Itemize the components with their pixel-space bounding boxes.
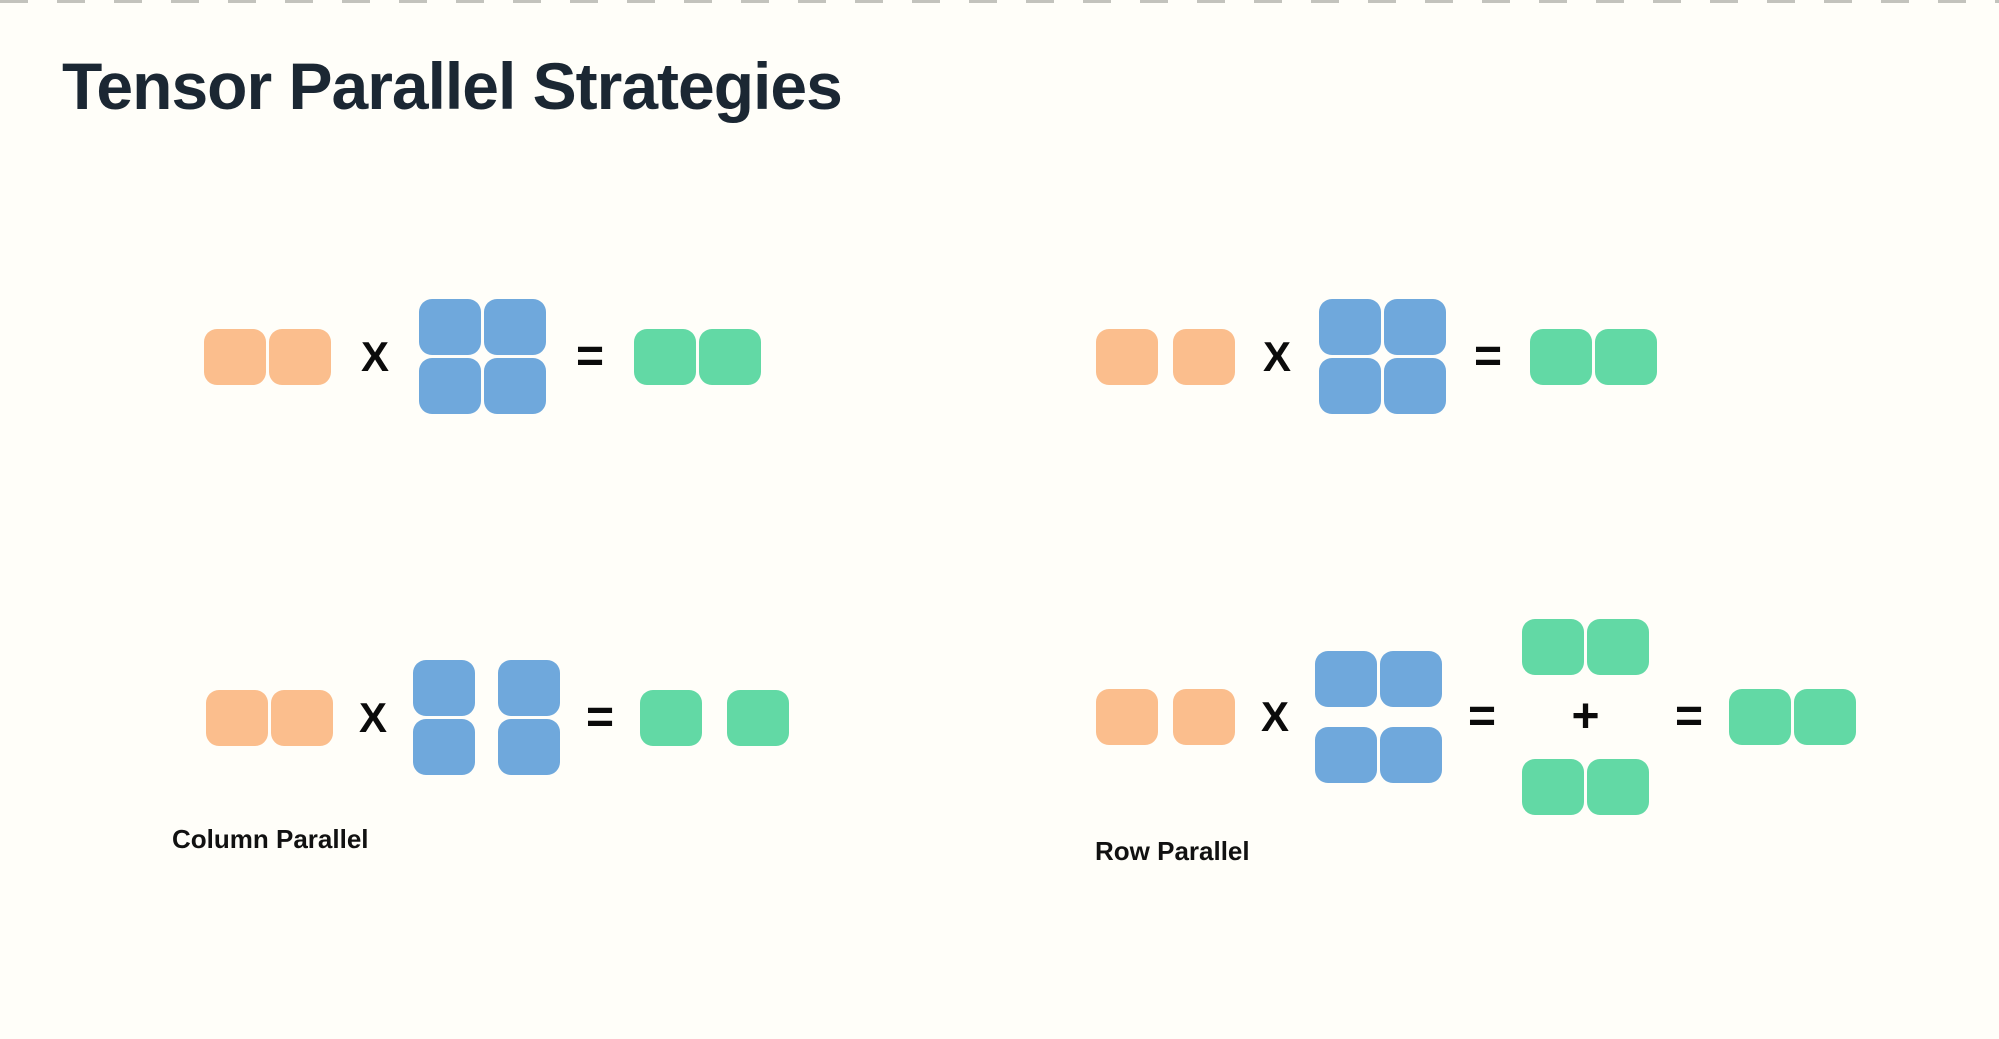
output-row — [634, 328, 762, 385]
weight-grid — [419, 299, 547, 414]
weight-grid — [1319, 299, 1447, 414]
activation-block — [271, 689, 333, 746]
weight-block — [484, 299, 547, 355]
weight-block — [1380, 651, 1443, 707]
output-block — [640, 689, 703, 746]
activation-row-split — [1096, 328, 1235, 385]
activation-block — [204, 328, 266, 385]
output-row — [1530, 328, 1658, 385]
output-block — [1587, 619, 1650, 675]
activation-block — [1173, 689, 1235, 745]
multiply-operator: X — [361, 332, 390, 380]
weight-grid-column-split — [413, 660, 561, 775]
weight-block — [1380, 727, 1443, 783]
weight-block — [1384, 299, 1447, 355]
weight-block — [413, 660, 476, 716]
activation-block — [1096, 328, 1158, 385]
multiply-operator: X — [1263, 332, 1292, 380]
diagram-column-parallel: X = — [206, 659, 790, 776]
output-block — [1794, 689, 1857, 745]
weight-block — [484, 358, 547, 414]
diagram-matmul-full-left: X = — [204, 298, 762, 415]
output-block — [1530, 328, 1593, 385]
multiply-operator: X — [1261, 693, 1290, 740]
activation-block — [1173, 328, 1235, 385]
equals-operator: = — [1474, 329, 1503, 383]
equals-operator: = — [576, 329, 605, 383]
weight-block — [498, 660, 561, 716]
page-title: Tensor Parallel Strategies — [62, 49, 843, 123]
output-row-split — [640, 689, 790, 746]
output-block — [634, 328, 697, 385]
weight-block — [419, 358, 482, 414]
weight-grid-row-split — [1315, 651, 1443, 783]
top-dashed-border — [0, 0, 1999, 3]
output-row — [1729, 689, 1857, 745]
weight-block — [1319, 358, 1382, 414]
plus-operator: + — [1571, 690, 1600, 743]
equals-operator: = — [586, 690, 615, 744]
weight-block — [1384, 358, 1447, 414]
output-block — [1587, 759, 1650, 815]
partial-output-row — [1522, 759, 1650, 815]
diagram-matmul-full-right: X = — [1096, 298, 1658, 415]
equals-operator: = — [1468, 690, 1497, 743]
activation-row-split — [1096, 689, 1235, 745]
activation-row — [206, 689, 333, 746]
weight-block — [1319, 299, 1382, 355]
activation-block — [1096, 689, 1158, 745]
equals-operator: = — [1675, 690, 1704, 743]
output-block — [727, 689, 790, 746]
partial-output-row — [1522, 619, 1650, 675]
weight-block — [419, 299, 482, 355]
activation-block — [269, 328, 331, 385]
output-block — [699, 328, 762, 385]
partial-output-stack: + — [1522, 619, 1650, 815]
weight-block — [1315, 651, 1378, 707]
row-parallel-label: Row Parallel — [1095, 836, 1250, 866]
weight-block — [1315, 727, 1378, 783]
activation-block — [206, 689, 268, 746]
activation-row — [204, 328, 331, 385]
output-block — [1729, 689, 1792, 745]
output-block — [1595, 328, 1658, 385]
diagram-row-parallel: X = + = — [1096, 619, 1857, 815]
weight-block — [498, 719, 561, 775]
multiply-operator: X — [359, 693, 388, 741]
column-parallel-label: Column Parallel — [172, 824, 369, 854]
output-block — [1522, 619, 1585, 675]
output-block — [1522, 759, 1585, 815]
weight-block — [413, 719, 476, 775]
